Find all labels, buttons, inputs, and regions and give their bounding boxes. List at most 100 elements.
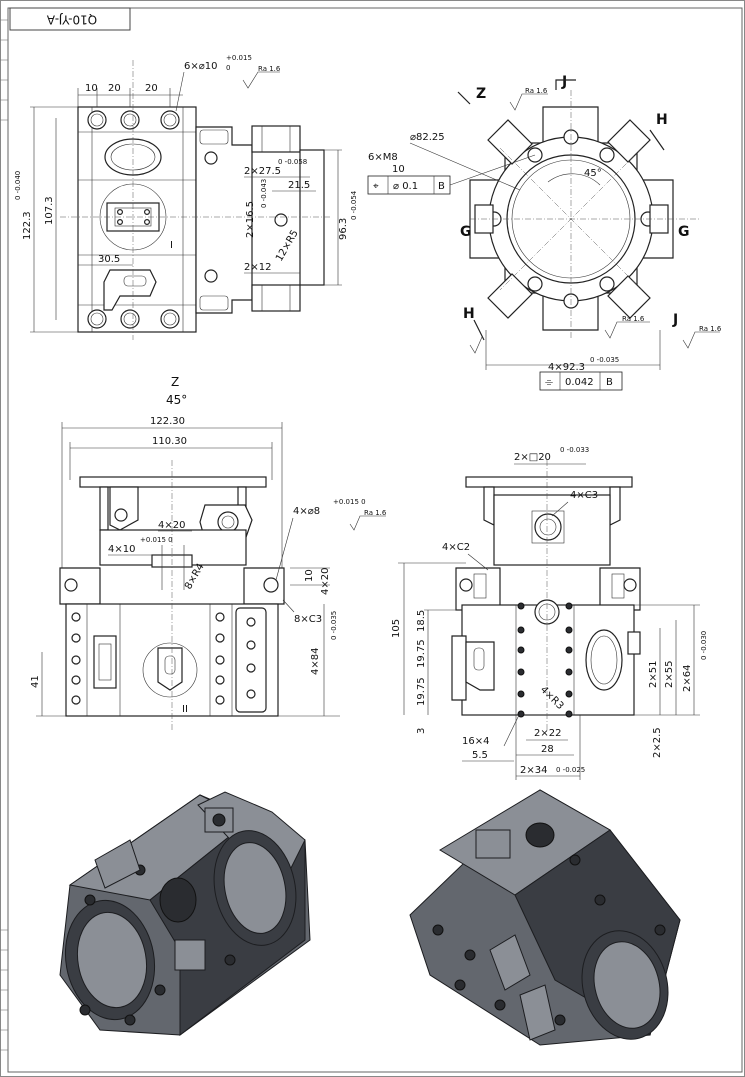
- dim-4xc3: 4×C3: [570, 490, 598, 501]
- dim-19-75b: 19.75: [416, 677, 427, 706]
- top-plate: [79, 476, 267, 488]
- dim-41: 41: [30, 675, 41, 688]
- side-oval: [585, 629, 623, 691]
- side-rail: [235, 607, 267, 713]
- dim-4x92-3-tol: 0 -0.035: [590, 356, 619, 364]
- dim-122-3-tol: 0 -0.040: [14, 171, 22, 200]
- dim-105: 105: [391, 619, 402, 638]
- view-g-right: G: [678, 224, 690, 240]
- dim-20b: 20: [145, 83, 158, 94]
- roughness-4: Ra 1.6: [364, 509, 387, 517]
- view-top-left: I 10 20 20 6×⌀10 +0.015 0 Ra 1.6: [14, 54, 358, 340]
- section-mark: I: [170, 240, 173, 251]
- dim-28: 28: [541, 744, 554, 755]
- dim-2x22: 2×22: [534, 728, 561, 739]
- view-mid-right: 2×□20 0 -0.033 4×C3 4×C2 105 18.5 19.75 …: [391, 446, 708, 780]
- dim-110-30: 110.30: [152, 436, 187, 447]
- view-top-right: 45° Z Ra 1.6 J H G G H J ⌀82.25 6×M8 10 …: [367, 74, 722, 391]
- mount-hole: [87, 309, 107, 329]
- view-h-top: H: [656, 112, 668, 128]
- dim-96-3-tol: 0 -0.054: [350, 190, 358, 220]
- side-clip: [93, 635, 117, 689]
- dim-122-30: 122.30: [150, 416, 185, 427]
- dim-2x34-tol: 0 -0.025: [556, 766, 585, 774]
- roughness-3: Ra 1.6: [699, 325, 722, 333]
- dim-2x51: 2×51: [648, 661, 659, 688]
- dim-21-5: 21.5: [288, 180, 310, 191]
- dim-2x12: 2×12: [244, 262, 271, 273]
- dim-122-3: 122.3: [22, 211, 33, 240]
- dim-thread: 6×M8: [368, 152, 398, 163]
- dim-pos-10: 10: [392, 164, 405, 175]
- clip-bracket: [103, 269, 157, 311]
- dim-2xsq20-tol: 0 -0.033: [560, 446, 589, 454]
- dim-5-5: 5.5: [472, 750, 488, 761]
- dim-2x34: 2×34: [520, 765, 547, 776]
- dim-6xd10: 6×⌀10: [184, 61, 218, 72]
- dim-4xd8-tol: +0.015 0: [333, 498, 366, 506]
- side-hole: [274, 213, 288, 227]
- dim-2x2-5: 2×2.5: [652, 727, 663, 758]
- dim-18-5: 18.5: [416, 610, 427, 632]
- dim-6xd10-tol-lo: 0: [226, 64, 230, 72]
- flat-frame-value: 0.042: [565, 377, 594, 388]
- mount-hole: [160, 309, 180, 329]
- pin-hole: [263, 577, 279, 593]
- dim-4x92-3: 4×92.3: [548, 362, 585, 373]
- mount-hole: [160, 110, 180, 130]
- dim-96-3: 96.3: [338, 218, 349, 240]
- dim-10: 10: [85, 83, 98, 94]
- view-mid-left: Z 45° 122.30 110.30: [30, 375, 387, 730]
- view-angle-45: 45°: [166, 393, 187, 407]
- dim-6xd10-tol-up: +0.015: [226, 54, 252, 62]
- dim-10-v: 10: [304, 569, 315, 582]
- dim-2x64: 2×64: [682, 665, 693, 692]
- section-mark-2: II: [182, 704, 188, 715]
- dim-19-75a: 19.75: [416, 639, 427, 668]
- dim-4x10: 4×10: [108, 544, 135, 555]
- dim-2xsq20: 2×□20: [514, 452, 551, 463]
- dim-bore: ⌀82.25: [410, 132, 445, 143]
- inner-frame: [7, 7, 743, 1073]
- dim-20a: 20: [108, 83, 121, 94]
- dim-8xc3: 8×C3: [294, 614, 322, 625]
- dim-16-5: 2×16.5: [245, 201, 256, 238]
- dim-3: 3: [416, 728, 427, 734]
- pin-hole: [64, 578, 78, 592]
- mount-hole: [120, 309, 140, 329]
- flatness-frame: ⌯ 0.042 B: [539, 371, 623, 391]
- center-circle-2: [142, 642, 198, 698]
- roughness-1: Ra 1.6: [525, 87, 548, 95]
- dim-4xd8: 4×⌀8: [293, 506, 320, 517]
- dim-4x84-tol: 0 -0.035: [330, 611, 338, 640]
- dim-4xc2: 4×C2: [442, 542, 470, 553]
- view-j-top: J: [561, 74, 567, 90]
- pos-frame-symbol: ⌖: [373, 181, 379, 192]
- dim-30-5: 30.5: [98, 254, 120, 265]
- pos-frame-datum: B: [438, 181, 445, 192]
- dim-4x20: 4×20: [158, 520, 185, 531]
- side-flange: [195, 126, 253, 314]
- left-edge-ruler: [0, 19, 8, 1051]
- roughness-2: Ra 1.6: [622, 315, 645, 323]
- dim-16-5-tol: 0 -0.043: [260, 179, 268, 208]
- top-plate-2: [465, 476, 633, 488]
- dim-2x64-tol: 0 -0.030: [700, 631, 708, 660]
- title-block: Q10-YJ-A: [9, 7, 131, 31]
- view-j-bottom: J: [672, 312, 678, 328]
- mount-hole: [120, 110, 140, 130]
- dim-4x20-v: 4×20: [320, 568, 331, 595]
- roughness-mark: Ra 1.6: [258, 65, 281, 73]
- dim-27-5: 2×27.5: [244, 166, 281, 177]
- mount-hole: [87, 110, 107, 130]
- view-label-z: Z: [171, 375, 179, 389]
- iso-view-right: [409, 789, 681, 1046]
- iso-view-left: [59, 791, 311, 1037]
- dim-16x4: 16×4: [462, 736, 489, 747]
- dim-27-5-tol: 0 -0.058: [278, 158, 307, 166]
- dim-4x84: 4×84: [310, 648, 321, 675]
- position-tolerance-frame: ⌖ ⌀ 0.1 B: [367, 175, 451, 195]
- view-g-left: G: [460, 224, 472, 240]
- view-h-bottom: H: [463, 306, 475, 322]
